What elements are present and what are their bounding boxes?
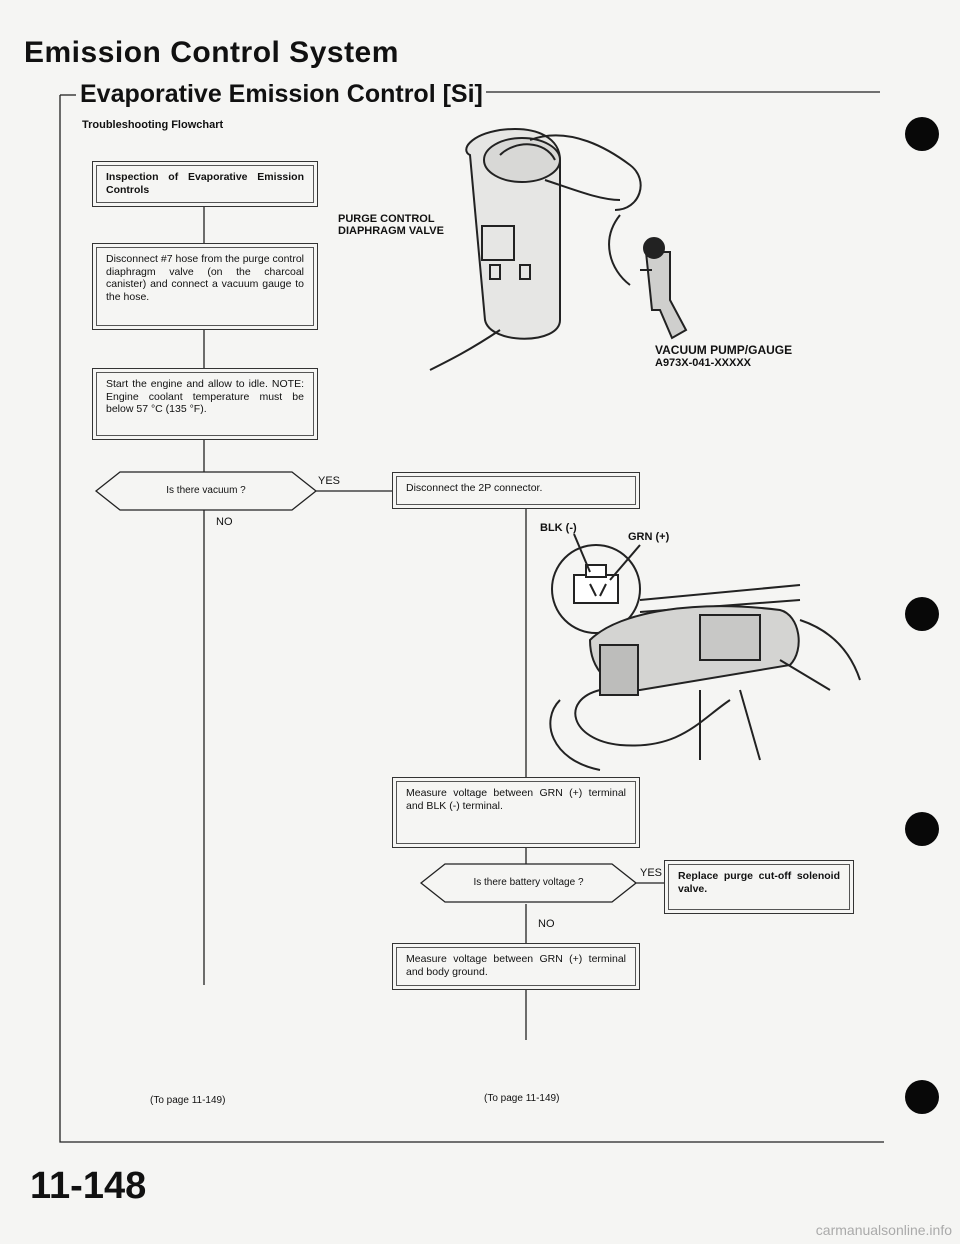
decision-diamond-1 — [94, 471, 318, 511]
binder-hole-1 — [905, 117, 939, 151]
blk-terminal-label: BLK (-) — [540, 522, 577, 534]
step-replace-solenoid: Replace purge cut-off solenoid valve. — [664, 860, 854, 914]
step-measure-grn-ground: Measure voltage between GRN (+) terminal… — [392, 943, 640, 990]
flowchart-heading: Troubleshooting Flowchart — [82, 119, 224, 131]
page-frame-line — [59, 95, 884, 1143]
binder-hole-2 — [905, 597, 939, 631]
vacuum-pump-illustration — [640, 237, 688, 340]
pump-label-1: VACUUM PUMP/GAUGE — [655, 343, 793, 357]
step-inspection: Inspection of Evaporative Emission Contr… — [92, 161, 318, 207]
page-number: 11-148 — [30, 1165, 147, 1207]
engine-bay-illustration — [549, 605, 861, 771]
canister-illustration — [429, 128, 642, 371]
grn-terminal-label: GRN (+) — [628, 531, 670, 543]
to-page-right: (To page 11-149) — [484, 1093, 560, 1104]
valve-label-2: DIAPHRAGM VALVE — [338, 225, 444, 237]
step-start-engine: Start the engine and allow to idle. NOTE… — [92, 368, 318, 440]
to-page-left: (To page 11-149) — [150, 1095, 226, 1106]
step-disconnect-hose: Disconnect #7 hose from the purge contro… — [92, 243, 318, 330]
decision-diamond-2 — [419, 863, 638, 903]
yes-label-1: YES — [318, 475, 341, 487]
binder-hole-3 — [905, 812, 939, 846]
step-measure-grn-blk: Measure voltage between GRN (+) terminal… — [392, 777, 640, 848]
section-subtitle: Evaporative Emission Control [Si] — [80, 80, 483, 108]
pump-label-2: A973X-041-XXXXX — [655, 357, 751, 369]
valve-label-1: PURGE CONTROL — [338, 213, 435, 225]
decision-battery-text: Is there battery voltage ? — [473, 877, 584, 888]
step-disconnect-connector: Disconnect the 2P connector. — [392, 472, 640, 509]
no-label-2: NO — [538, 918, 555, 930]
page-title: Emission Control System — [24, 36, 399, 69]
no-label-1: NO — [216, 516, 233, 528]
binder-hole-4 — [905, 1080, 939, 1114]
yes-label-2: YES — [640, 867, 663, 879]
decision-vacuum-text: Is there vacuum ? — [166, 485, 246, 496]
watermark: carmanualsonline.info — [815, 1222, 952, 1238]
